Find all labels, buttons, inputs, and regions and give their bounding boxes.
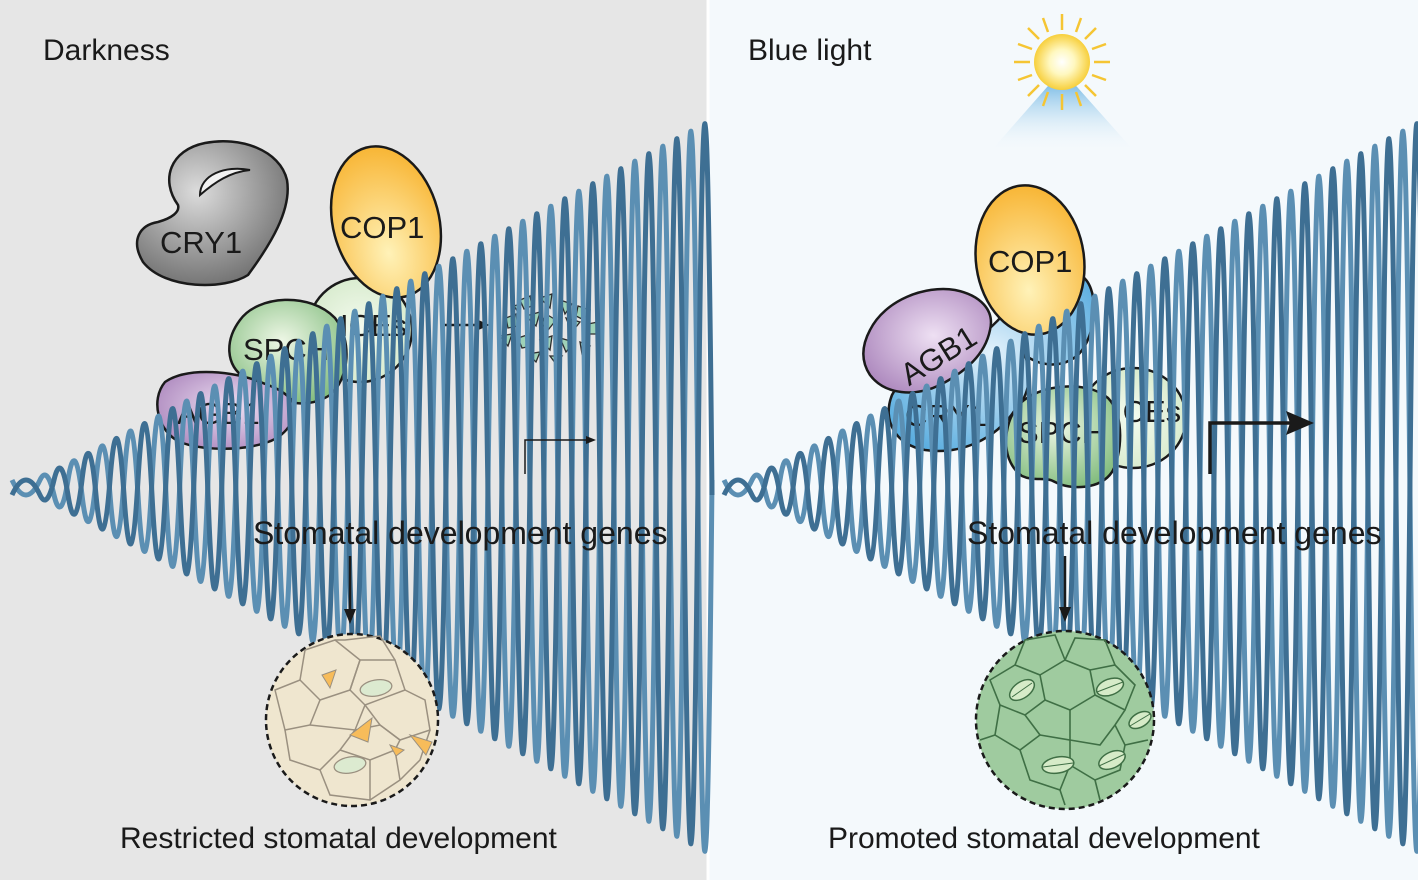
blue-light-title: Blue light	[748, 34, 872, 67]
down-arrow-left	[344, 556, 356, 624]
cry1-protein-dark: CRY1	[136, 139, 289, 287]
cop1-protein-light: COP1	[974, 184, 1086, 336]
cop1-label-light: COP1	[988, 244, 1072, 279]
outcome-label-left: Restricted stomatal development	[120, 822, 558, 855]
genes-label-left: Stomatal development genes	[253, 515, 667, 551]
outcome-label-right: Promoted stomatal development	[828, 822, 1261, 855]
restricted-epidermis-circle	[264, 632, 440, 808]
sun-icon	[990, 14, 1135, 152]
dna-helix-left	[9, 121, 715, 854]
darkness-title: Darkness	[43, 34, 170, 67]
promoted-epidermis-circle	[974, 629, 1156, 811]
down-arrow-right	[1059, 556, 1071, 622]
cop1-label-dark: COP1	[340, 210, 424, 245]
transcription-arrow-strong	[1208, 411, 1314, 474]
dna-helix-right	[721, 121, 1418, 854]
cry1-label-dark: CRY1	[160, 225, 242, 260]
cop1-protein-dark: COP1	[329, 145, 443, 299]
transcription-arrow-weak	[524, 436, 596, 474]
genes-label-right: Stomatal development genes	[967, 515, 1381, 551]
